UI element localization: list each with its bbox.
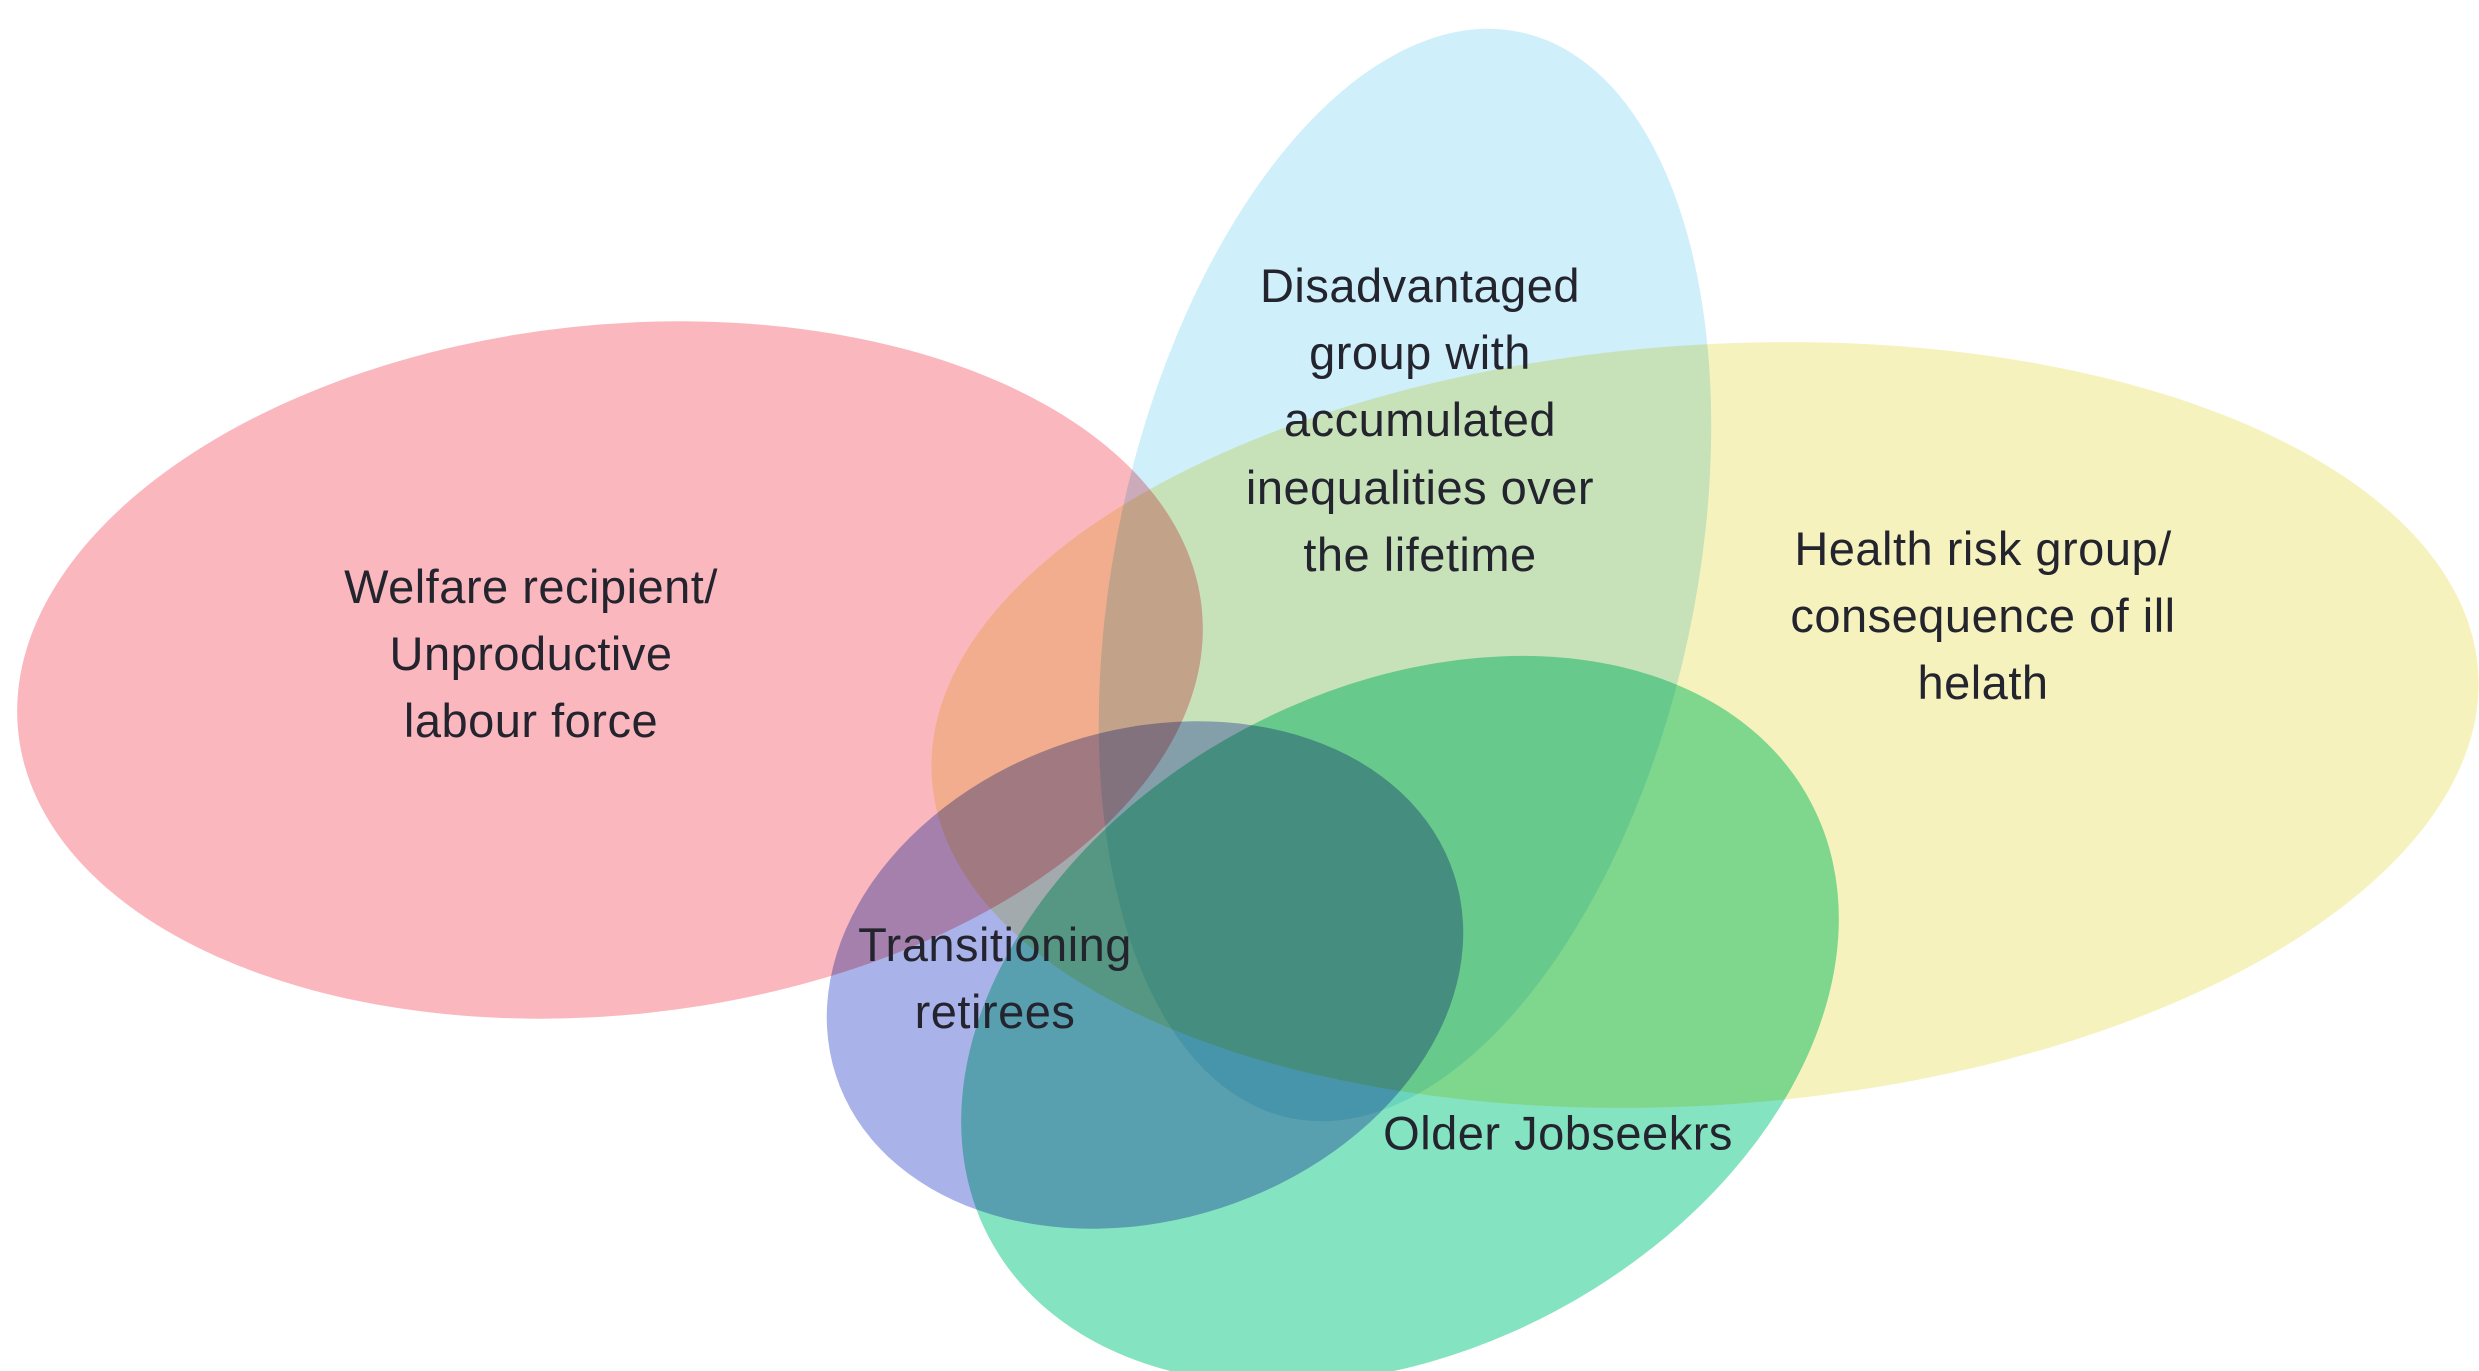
transitioning-retirees-label: Transitioning retirees [858, 917, 1132, 1038]
health-risk-group-label: Health risk group/ consequence of ill he… [1790, 522, 2176, 710]
older-jobseekers-label: Older Jobseekrs [1383, 1106, 1733, 1160]
welfare-recipient-label: Welfare recipient/ Unproductive labour f… [344, 560, 718, 748]
disadvantaged-group-label: Disadvantaged group with accumulated ine… [1245, 258, 1595, 581]
